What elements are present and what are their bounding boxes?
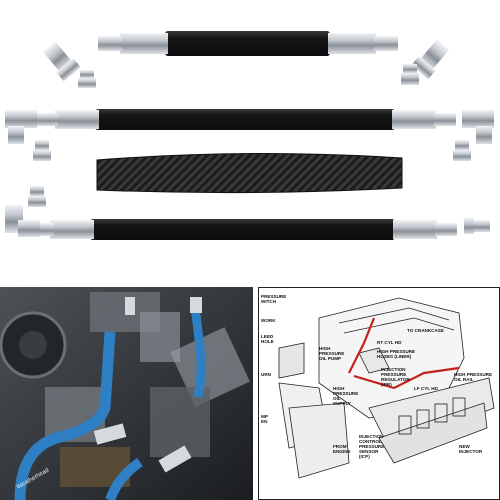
braided-sleeve xyxy=(96,152,403,194)
upper-hose-right-crimp xyxy=(328,33,376,54)
hose-kit-product-photo xyxy=(5,31,494,240)
upper-hose xyxy=(98,31,398,56)
lower-hose-left-crimp xyxy=(50,220,94,239)
adapter-mid-left xyxy=(33,140,51,161)
fitting-top xyxy=(125,297,135,315)
fitting-90-elbow-mid-right xyxy=(462,110,494,144)
middle-hose-left-crimp xyxy=(55,110,99,129)
blue-hose-left xyxy=(14,331,116,500)
lower-hose xyxy=(32,219,457,240)
middle-hose-right-crimp xyxy=(392,110,436,129)
hp-hose-right xyxy=(348,317,376,374)
label-lf-cyl-hd: LF CYL HD xyxy=(414,386,439,391)
label-to-crankcase: TO CRANKCASE xyxy=(407,328,444,333)
label-work: WORK xyxy=(261,318,276,323)
fitting-45-elbow-top-left xyxy=(43,41,81,82)
upper-hose-left-nut xyxy=(98,36,122,51)
fitting-90-elbow-low-left xyxy=(5,205,40,237)
hose-kit-illustration xyxy=(5,31,494,240)
upper-hose-left-crimp xyxy=(120,33,168,54)
adapter-low-right xyxy=(464,218,490,234)
engine-bay-illustration: Weatherhead xyxy=(0,287,253,500)
label-turn: URN xyxy=(261,372,272,377)
lower-hose-body xyxy=(90,219,395,240)
adapter-top-left xyxy=(78,70,96,88)
adapter-top-right xyxy=(401,64,419,85)
upper-hose-body xyxy=(165,31,330,56)
fitting-45-elbow-top-right xyxy=(411,39,449,80)
blue-hose-right xyxy=(190,306,206,398)
fitting-90-elbow-mid-left xyxy=(5,110,37,144)
upper-hose-right-nut xyxy=(374,36,398,51)
engine-bay-photo: Weatherhead xyxy=(0,287,253,500)
middle-hose-body xyxy=(95,109,395,130)
lower-hose-right-nut xyxy=(435,223,457,236)
blue-hose-bottom xyxy=(105,457,143,500)
middle-hose-right-nut xyxy=(434,113,456,126)
lower-hose-right-crimp xyxy=(393,220,437,239)
middle-hose-left-nut xyxy=(36,113,58,126)
adapter-low-left xyxy=(28,186,46,207)
middle-hose xyxy=(36,109,456,130)
hp-hose-left xyxy=(353,366,460,390)
label-rt-cyl-hd: RT CYL HD xyxy=(377,340,402,345)
adapter-mid-right xyxy=(453,140,471,161)
